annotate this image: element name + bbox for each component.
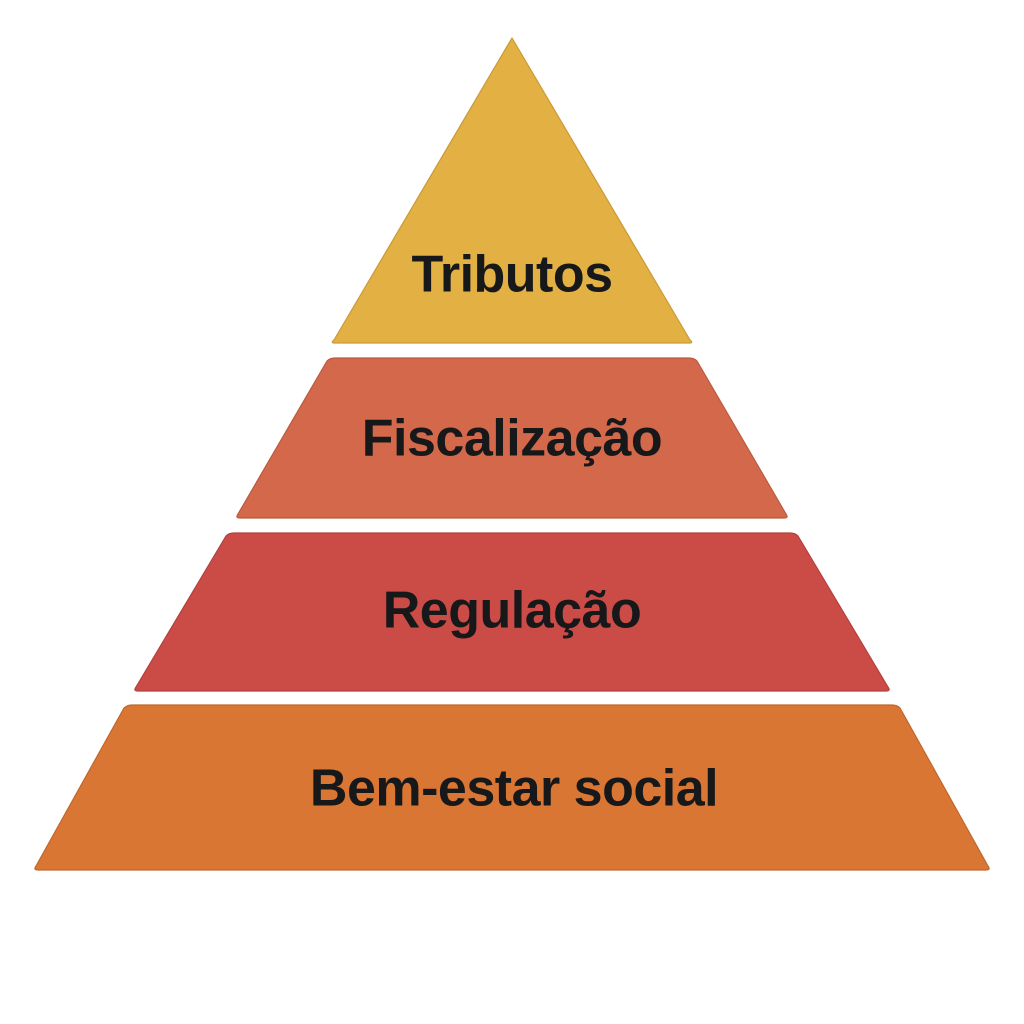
tier-4-label: Bem-estar social <box>310 760 718 818</box>
pyramid-tier-1[interactable]: Tributos <box>331 37 693 344</box>
tier-4-shape[interactable] <box>34 704 990 871</box>
tier-2-label: Fiscalização <box>362 410 662 468</box>
pyramid-tier-2[interactable]: Fiscalização <box>236 357 788 519</box>
tier-3-shape[interactable] <box>134 532 890 692</box>
tier-2-shape[interactable] <box>236 357 788 519</box>
tier-3-label: Regulação <box>383 582 641 640</box>
pyramid-tier-3[interactable]: Regulação <box>134 532 890 692</box>
tier-1-shape[interactable] <box>331 37 693 344</box>
tier-1-label: Tributos <box>411 246 612 304</box>
pyramid-tier-4[interactable]: Bem-estar social <box>34 704 990 871</box>
